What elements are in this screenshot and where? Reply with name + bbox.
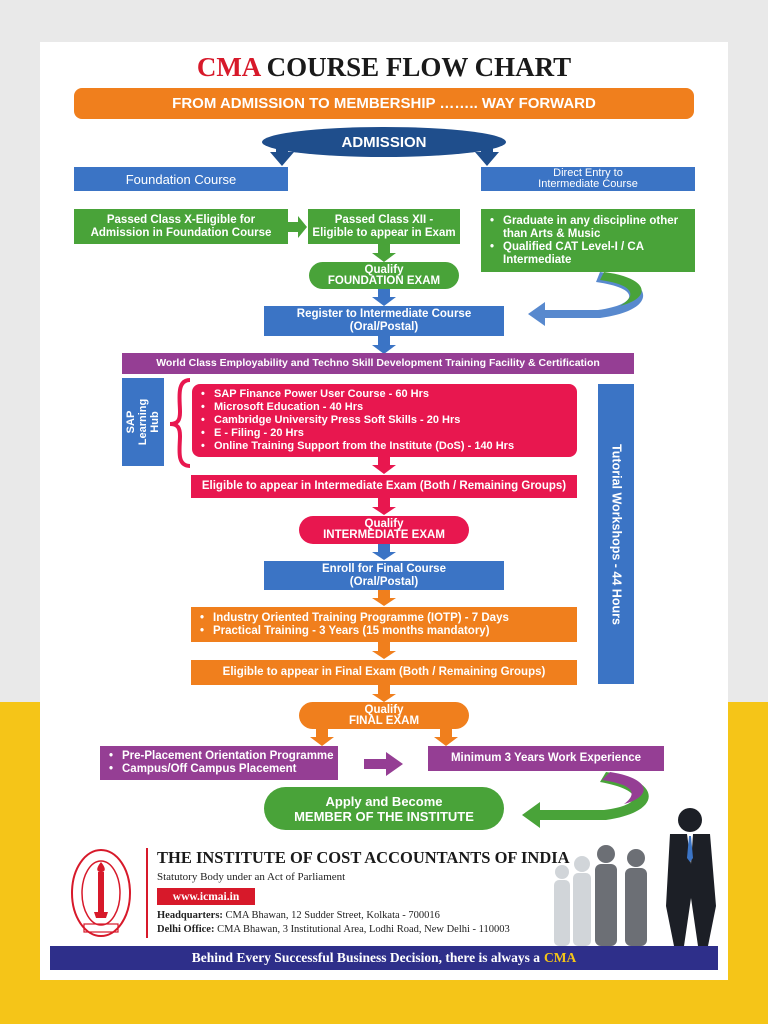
eligible-intermediate-node: Eligible to appear in Intermediate Exam …: [191, 475, 577, 498]
skills-down-arrow: [372, 457, 396, 474]
footer-tagline-band: Behind Every Successful Business Decisio…: [50, 946, 718, 970]
qualify-final-line-2: FINAL EXAM: [348, 714, 420, 727]
direct-entry-curve-arrow: [528, 272, 644, 326]
tutorial-workshops-label: Tutorial Workshops - 44 Hours: [609, 443, 624, 625]
logo-divider: [146, 848, 148, 938]
foundation-to-register-arrow: [372, 289, 396, 306]
qualify-final-line-1: Qualify: [364, 703, 404, 716]
delhi-address-line: Delhi Office: CMA Bhawan, 3 Institutiona…: [157, 924, 510, 935]
skill-course-item: Microsoft Education - 40 Hrs: [201, 401, 514, 414]
sap-learning-hub-node: SAP Learning Hub: [122, 378, 164, 466]
training-item: Practical Training - 3 Years (15 months …: [200, 625, 509, 638]
skill-course-item: Cambridge University Press Soft Skills -…: [201, 414, 514, 427]
register-down-arrow: [372, 336, 396, 354]
enroll-line-2: (Oral/Postal): [349, 575, 419, 588]
member-line-1: Apply and Become: [325, 793, 443, 809]
title-rest: COURSE FLOW CHART: [266, 52, 572, 82]
enroll-final-node: Enroll for Final Course(Oral/Postal): [264, 561, 504, 590]
placement-item: Pre-Placement Orientation Programme: [109, 750, 334, 763]
register-intermediate-node: Register to Intermediate Course(Oral/Pos…: [264, 306, 504, 336]
admission-left-arrow: [270, 148, 294, 166]
eligible-final-down-arrow: [372, 685, 396, 702]
register-line-1: Register to Intermediate Course: [296, 308, 472, 320]
qualify-foundation-line-2: FOUNDATION EXAM: [327, 274, 441, 287]
member-line-2: MEMBER OF THE INSTITUTE: [294, 808, 474, 824]
final-right-arrow: [434, 729, 458, 746]
final-left-arrow: [310, 729, 334, 746]
enroll-line-1: Enroll for Final Course: [322, 562, 446, 575]
footer-tagline-highlight: CMA: [543, 950, 577, 965]
skill-course-item: SAP Finance Power User Course - 60 Hrs: [201, 388, 514, 401]
delhi-address: CMA Bhawan, 3 Institutional Area, Lodhi …: [217, 924, 510, 935]
enroll-final-down-arrow: [372, 590, 396, 606]
institute-name: THE INSTITUTE OF COST ACCOUNTANTS OF IND…: [157, 848, 570, 867]
eligible-intermediate-label: Eligible to appear in Intermediate Exam …: [201, 480, 567, 492]
admission-right-arrow: [475, 148, 499, 166]
eligible-final-node: Eligible to appear in Final Exam (Both /…: [191, 660, 577, 685]
banner: FROM ADMISSION TO MEMBERSHIP …….. WAY FO…: [74, 88, 694, 119]
qualify-inter-line-2: INTERMEDIATE EXAM: [323, 529, 445, 541]
direct-entry-criteria-node: Graduate in any discipline other than Ar…: [481, 209, 695, 272]
passed-xii-line-2: Eligible to appear in Exam: [312, 226, 456, 239]
qualify-inter-down-arrow: [372, 544, 396, 560]
qualify-inter-line-1: Qualify: [364, 518, 404, 530]
direct-entry-curve-accent: [600, 272, 642, 306]
direct-entry-line-1: Direct Entry to: [553, 167, 623, 179]
training-item: Industry Oriented Training Programme (IO…: [200, 612, 509, 625]
placement-item: Campus/Off Campus Placement: [109, 763, 334, 776]
work-experience-node: Minimum 3 Years Work Experience: [428, 746, 664, 771]
training-node: Industry Oriented Training Programme (IO…: [191, 607, 577, 642]
criteria-item-1: Graduate in any discipline other than Ar…: [490, 215, 695, 241]
footer-tagline: Behind Every Successful Business Decisio…: [191, 950, 540, 965]
foundation-course-label: Foundation Course: [125, 171, 237, 187]
passed-x-to-xii-arrow: [288, 216, 307, 238]
skill-courses-node: SAP Finance Power User Course - 60 Hrs M…: [192, 384, 577, 457]
criteria-item-2: Qualified CAT Level-I / CA Intermediate: [490, 241, 695, 267]
hq-address: CMA Bhawan, 12 Sudder Street, Kolkata - …: [225, 910, 440, 921]
sap-brace: [169, 378, 191, 468]
work-experience-label: Minimum 3 Years Work Experience: [450, 752, 642, 764]
work-to-member-curve-accent: [602, 772, 644, 804]
sap-hub-label: SAP Learning Hub: [125, 398, 161, 446]
banner-text: FROM ADMISSION TO MEMBERSHIP …….. WAY FO…: [172, 95, 596, 112]
passed-x-line-1: Passed Class X-Eligible for: [106, 213, 256, 226]
qualify-foundation-line-1: Qualify: [364, 263, 404, 276]
institute-subtitle: Statutory Body under an Act of Parliamen…: [157, 871, 346, 883]
passed-x-line-2: Admission in Foundation Course: [90, 226, 272, 239]
hq-address-line: Headquarters: CMA Bhawan, 12 Sudder Stre…: [157, 910, 440, 921]
business-people-illustration: [554, 808, 716, 946]
eligible-final-label: Eligible to appear in Final Exam (Both /…: [222, 666, 546, 678]
skill-course-item: E - Filing - 20 Hrs: [201, 427, 514, 440]
admission-label: ADMISSION: [341, 133, 427, 151]
register-line-2: (Oral/Postal): [349, 321, 419, 333]
website-link[interactable]: www.icmai.in: [157, 888, 255, 905]
tutorial-workshops-node: Tutorial Workshops - 44 Hours: [598, 384, 634, 684]
institute-logo: [71, 849, 131, 937]
passed-xii-line-1: Passed Class XII -: [334, 213, 434, 226]
hq-label: Headquarters:: [157, 910, 223, 921]
page-title: CMA COURSE FLOW CHART: [0, 52, 768, 83]
passed-class-xii-node: Passed Class XII -Eligible to appear in …: [308, 209, 460, 244]
passed-xii-down-arrow: [372, 244, 396, 262]
training-down-arrow: [372, 642, 396, 659]
employability-label: World Class Employability and Techno Ski…: [156, 357, 600, 369]
foundation-course-node: Foundation Course: [74, 167, 288, 191]
work-to-member-curve-arrow: [522, 772, 649, 828]
placement-node: Pre-Placement Orientation Programme Camp…: [100, 746, 338, 780]
delhi-label: Delhi Office:: [157, 924, 215, 935]
employability-node: World Class Employability and Techno Ski…: [122, 353, 634, 374]
admission-node: ADMISSION: [262, 127, 506, 157]
direct-entry-line-2: Intermediate Course: [538, 178, 638, 190]
title-cma: CMA: [196, 52, 260, 82]
skill-course-item: Online Training Support from the Institu…: [201, 440, 514, 453]
placement-to-work-arrow: [364, 752, 403, 776]
eligible-inter-down-arrow: [372, 498, 396, 515]
